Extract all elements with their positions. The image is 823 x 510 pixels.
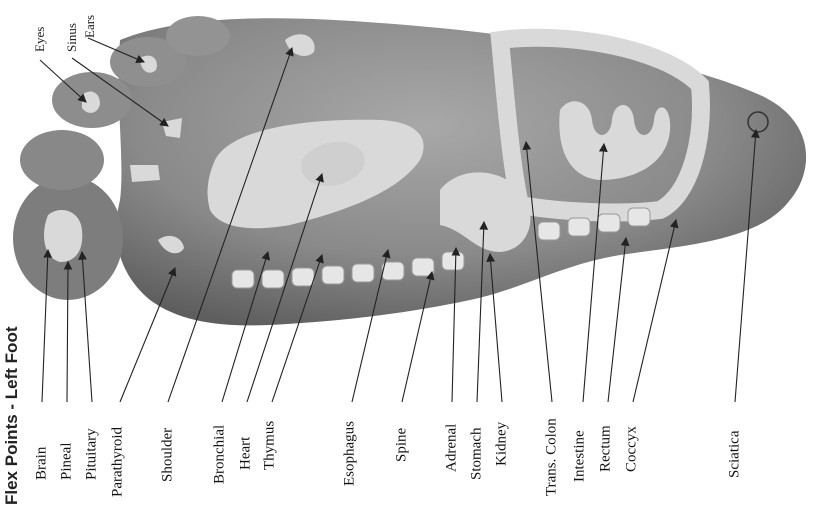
label-rectum: Rectum	[598, 425, 615, 472]
label-ears: Ears	[82, 15, 98, 38]
label-heart: Heart	[238, 437, 255, 470]
label-thymus: Thymus	[262, 421, 279, 470]
label-kidney: Kidney	[494, 422, 511, 466]
label-brain: Brain	[34, 447, 51, 480]
label-bronchial: Bronchial	[212, 425, 229, 484]
label-coccyx: Coccyx	[624, 426, 641, 472]
label-adrenal: Adrenal	[444, 424, 461, 472]
label-esophagus: Esophagus	[342, 421, 359, 486]
label-shoulder: Shoulder	[160, 428, 177, 482]
fifth-toe	[166, 16, 230, 56]
label-stomach: Stomach	[469, 428, 486, 481]
label-parathyroid: Parathyroid	[110, 427, 127, 497]
label-sciatica: Sciatica	[727, 431, 744, 478]
thyroid-zone	[130, 165, 160, 182]
label-spine: Spine	[394, 428, 411, 462]
label-eyes: Eyes	[32, 27, 48, 52]
brain-zone	[44, 210, 82, 262]
label-pituitary: Pituitary	[84, 428, 101, 480]
label-trans-colon: Trans. Colon	[544, 418, 561, 496]
label-intestine: Intestine	[572, 430, 589, 482]
label-sinus: Sinus	[64, 23, 80, 52]
second-toe	[20, 130, 104, 190]
label-pineal: Pineal	[59, 443, 76, 481]
rectum-pointer	[608, 238, 626, 402]
